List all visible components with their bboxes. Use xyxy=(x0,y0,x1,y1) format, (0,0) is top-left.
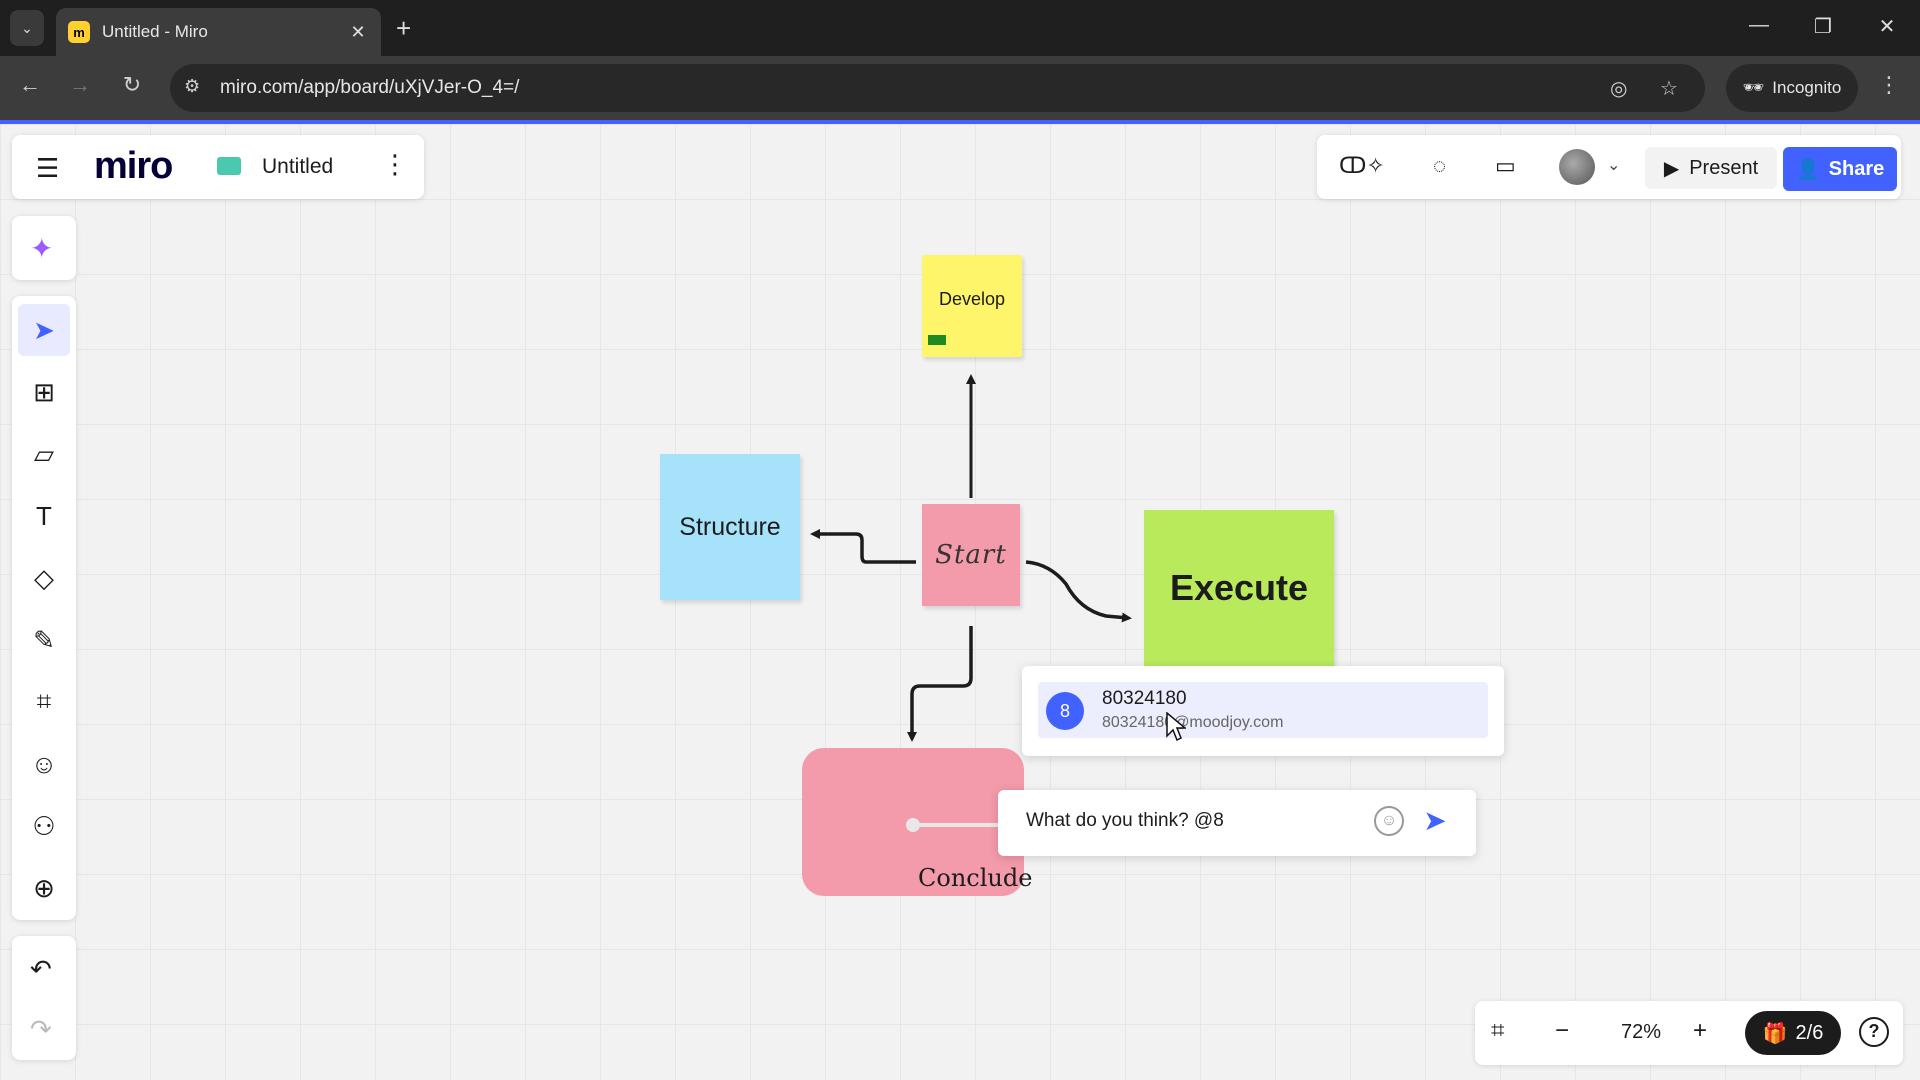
sticky-note-develop-label: Develop xyxy=(938,289,1006,309)
zoom-in-icon[interactable]: + xyxy=(1693,1017,1708,1044)
sticky-note-tool-icon[interactable]: ▱ xyxy=(34,438,54,469)
collaboration-panel: ↀ✧ ◌ ▭ ⌄ ▶ Present 👤 Share xyxy=(1317,135,1901,199)
forward-icon[interactable]: → xyxy=(69,72,91,97)
pages-count: 2/6 xyxy=(1795,1021,1824,1044)
address-bar[interactable]: ⚙ miro.com/app/board/uXjVJer-O_4=/ ◎ ☆ xyxy=(170,64,1705,112)
video-call-icon[interactable]: ▭ xyxy=(1495,153,1516,178)
tab-close-icon[interactable]: ✕ xyxy=(350,21,366,42)
shape-conclude-label: Conclude xyxy=(918,864,1033,892)
help-icon[interactable]: ? xyxy=(1859,1017,1889,1047)
miro-favicon-icon: m xyxy=(68,21,90,43)
zoom-out-icon[interactable]: − xyxy=(1555,1017,1570,1044)
restore-icon[interactable]: ❐ xyxy=(1814,16,1832,38)
templates-icon[interactable]: ⊞ xyxy=(33,376,55,407)
browser-tab[interactable]: m Untitled - Miro ✕ xyxy=(56,8,381,56)
stickers-icon[interactable]: ☺ xyxy=(30,748,58,779)
mention-avatar: 8 xyxy=(1046,692,1084,730)
more-apps-icon[interactable]: ⚇ xyxy=(32,810,56,841)
sticky-note-develop[interactable]: Develop xyxy=(922,255,1022,357)
comments-icon[interactable]: ◌ xyxy=(1433,153,1447,178)
miro-logo[interactable]: miro xyxy=(94,145,173,187)
chevron-down-icon[interactable]: ⌄ xyxy=(1607,157,1621,174)
browser-tab-bar: ⌄ m Untitled - Miro ✕ + — ❐ ✕ xyxy=(0,0,1920,56)
url-text[interactable]: miro.com/app/board/uXjVJer-O_4=/ xyxy=(220,77,520,98)
mention-option[interactable]: 8 80324180 80324180@moodjoy.com xyxy=(1038,682,1488,738)
creation-toolbar: ➤ ⊞ ▱ T ◇ ✎ ⌗ ☺ ⚇ ⊕ xyxy=(12,296,76,920)
sticky-note-execute-label: Execute xyxy=(1169,567,1309,608)
comment-anchor-line xyxy=(918,823,1000,827)
redo-icon[interactable]: ↷ xyxy=(30,1014,52,1044)
back-icon[interactable]: ← xyxy=(19,72,41,97)
text-tool-icon[interactable]: T xyxy=(36,500,52,531)
browser-menu-icon[interactable]: ⋮ xyxy=(1878,72,1900,97)
add-more-icon[interactable]: ⊕ xyxy=(33,872,55,903)
tab-title: Untitled - Miro xyxy=(102,22,208,41)
present-label: Present xyxy=(1689,156,1759,179)
incognito-label: Incognito xyxy=(1772,78,1842,97)
comment-input[interactable]: What do you think? @8 xyxy=(1026,810,1224,831)
sticky-note-structure[interactable]: Structure xyxy=(660,454,800,600)
emoji-icon[interactable]: ☺ xyxy=(1374,806,1404,836)
new-tab-icon[interactable]: + xyxy=(396,13,412,43)
comment-box: What do you think? @8 ☺ ➤ xyxy=(998,790,1476,856)
bookmark-star-icon[interactable]: ☆ xyxy=(1660,78,1678,100)
window-close-icon[interactable]: ✕ xyxy=(1878,16,1896,38)
reload-icon[interactable]: ↻ xyxy=(122,72,142,97)
page-accent-line xyxy=(0,120,1920,124)
play-icon: ▶ xyxy=(1663,157,1680,180)
fit-to-screen-icon[interactable]: ⌗ xyxy=(1491,1017,1505,1044)
sticky-tag-marker xyxy=(928,335,946,345)
mention-suggestions: 8 80324180 80324180@moodjoy.com xyxy=(1022,666,1504,756)
shapes-tool-icon[interactable]: ◇ xyxy=(34,562,54,593)
zoom-panel: ⌗ − 72% + 🎁 2/6 ? xyxy=(1475,1001,1903,1065)
sticky-note-execute[interactable]: Execute xyxy=(1144,510,1334,666)
board-title[interactable]: Untitled xyxy=(262,155,334,178)
mouse-cursor-icon xyxy=(1166,712,1186,742)
sticky-note-start[interactable]: Start xyxy=(922,504,1020,606)
history-panel: ↶ ↷ xyxy=(12,936,76,1060)
board-icon xyxy=(217,157,241,175)
share-label: Share xyxy=(1828,157,1885,180)
frame-tool-icon[interactable]: ⌗ xyxy=(36,686,52,716)
incognito-badge[interactable]: 🕶 Incognito xyxy=(1726,64,1858,112)
board-menu-panel: ☰ miro Untitled ⋮ xyxy=(12,135,424,199)
sticky-note-start-label: Start xyxy=(935,540,1007,570)
comment-anchor-dot[interactable] xyxy=(906,818,920,832)
select-tool-icon[interactable]: ➤ xyxy=(18,304,70,356)
board-more-icon[interactable]: ⋮ xyxy=(382,149,408,179)
share-button[interactable]: 👤 Share xyxy=(1783,147,1897,191)
browser-toolbar: ← → ↻ ⚙ miro.com/app/board/uXjVJer-O_4=/… xyxy=(0,56,1920,120)
minimize-icon[interactable]: — xyxy=(1749,14,1769,36)
send-icon[interactable]: ➤ xyxy=(1423,805,1447,836)
mention-email: 80324180@moodjoy.com xyxy=(1102,714,1284,731)
pages-button[interactable]: 🎁 2/6 xyxy=(1745,1011,1841,1055)
share-people-icon: 👤 xyxy=(1795,158,1821,181)
reactions-icon[interactable]: ↀ✧ xyxy=(1339,153,1385,178)
zoom-level[interactable]: 72% xyxy=(1620,1021,1662,1043)
ai-panel: ✦ xyxy=(12,216,76,280)
gift-icon: 🎁 xyxy=(1762,1022,1788,1045)
incognito-icon: 🕶 xyxy=(1742,78,1765,97)
tracking-protection-eye-icon[interactable]: ◎ xyxy=(1610,78,1628,100)
mention-name: 80324180 xyxy=(1102,688,1187,709)
main-menu-icon[interactable]: ☰ xyxy=(36,153,60,183)
ai-sparkle-icon[interactable]: ✦ xyxy=(30,233,54,264)
undo-icon[interactable]: ↶ xyxy=(30,954,52,984)
present-button[interactable]: ▶ Present xyxy=(1645,147,1777,189)
tab-search-chevron-icon[interactable]: ⌄ xyxy=(10,10,44,46)
sticky-note-structure-label: Structure xyxy=(679,512,781,541)
site-info-icon[interactable]: ⚙ xyxy=(184,76,201,96)
user-avatar[interactable] xyxy=(1559,149,1595,185)
pen-tool-icon[interactable]: ✎ xyxy=(33,624,55,655)
